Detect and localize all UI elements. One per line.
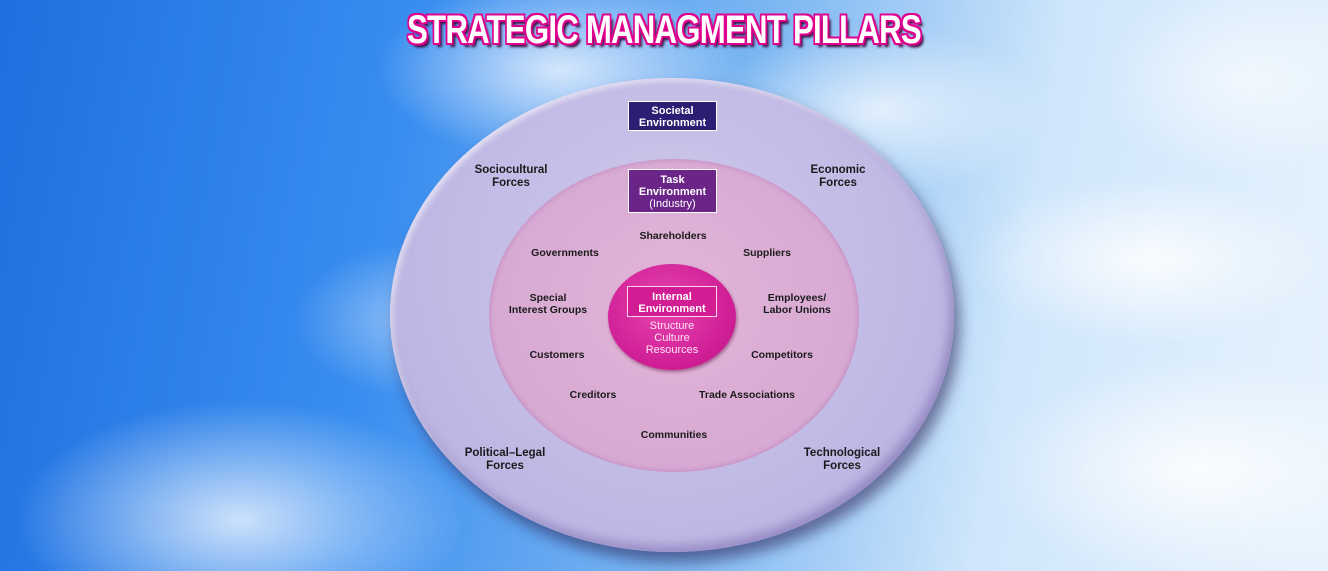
political-legal-forces-label: Political–Legal Forces: [465, 447, 546, 473]
societal-label-line2: Environment: [638, 117, 707, 129]
stakeholder-creditors: Creditors: [569, 389, 617, 401]
internal-environment-items: Structure Culture Resources: [608, 320, 736, 356]
economic-line2: Forces: [819, 177, 857, 189]
stakeholder-communities: Communities: [640, 429, 708, 441]
task-label-line2: Environment: [638, 186, 707, 198]
page-title: STRATEGIC MANAGMENT PILLARS: [407, 8, 922, 52]
internal-environment-core: [608, 264, 736, 370]
task-environment-label: Task Environment (Industry): [628, 169, 717, 213]
internal-label-line2: Environment: [638, 303, 706, 315]
technological-line1: Technological: [803, 447, 881, 459]
technological-forces-label: Technological Forces: [804, 447, 880, 473]
employees-line2: Labor Unions: [763, 304, 831, 316]
sociocultural-line1: Sociocultural: [474, 164, 548, 176]
economic-line1: Economic: [810, 164, 866, 176]
stakeholder-shareholders: Shareholders: [639, 230, 707, 242]
employees-line1: Employees/: [767, 292, 827, 304]
economic-forces-label: Economic Forces: [811, 164, 866, 190]
stakeholder-special-interest-groups: Special Interest Groups: [509, 292, 587, 316]
task-label-line3: (Industry): [649, 198, 696, 210]
task-label-line1: Task: [660, 174, 685, 186]
internal-item-culture: Culture: [654, 332, 690, 344]
stakeholder-suppliers: Suppliers: [743, 247, 791, 259]
special-interest-line1: Special: [529, 292, 567, 304]
political-legal-line1: Political–Legal: [464, 447, 546, 459]
sociocultural-forces-label: Sociocultural Forces: [475, 164, 548, 190]
special-interest-line2: Interest Groups: [508, 304, 588, 316]
technological-line2: Forces: [823, 460, 861, 472]
internal-environment-label: Internal Environment: [627, 286, 717, 317]
internal-item-structure: Structure: [649, 320, 695, 332]
stakeholder-competitors: Competitors: [751, 349, 813, 361]
stakeholder-customers: Customers: [529, 349, 585, 361]
internal-item-resources: Resources: [645, 344, 699, 356]
stakeholder-governments: Governments: [531, 247, 599, 259]
internal-label-line1: Internal: [652, 291, 692, 303]
sociocultural-line2: Forces: [492, 177, 530, 189]
societal-environment-label: Societal Environment: [628, 101, 717, 131]
political-legal-line2: Forces: [486, 460, 524, 472]
stakeholder-employees-labor-unions: Employees/ Labor Unions: [763, 292, 831, 316]
societal-label-line1: Societal: [651, 105, 694, 117]
stakeholder-trade-associations: Trade Associations: [699, 389, 795, 401]
